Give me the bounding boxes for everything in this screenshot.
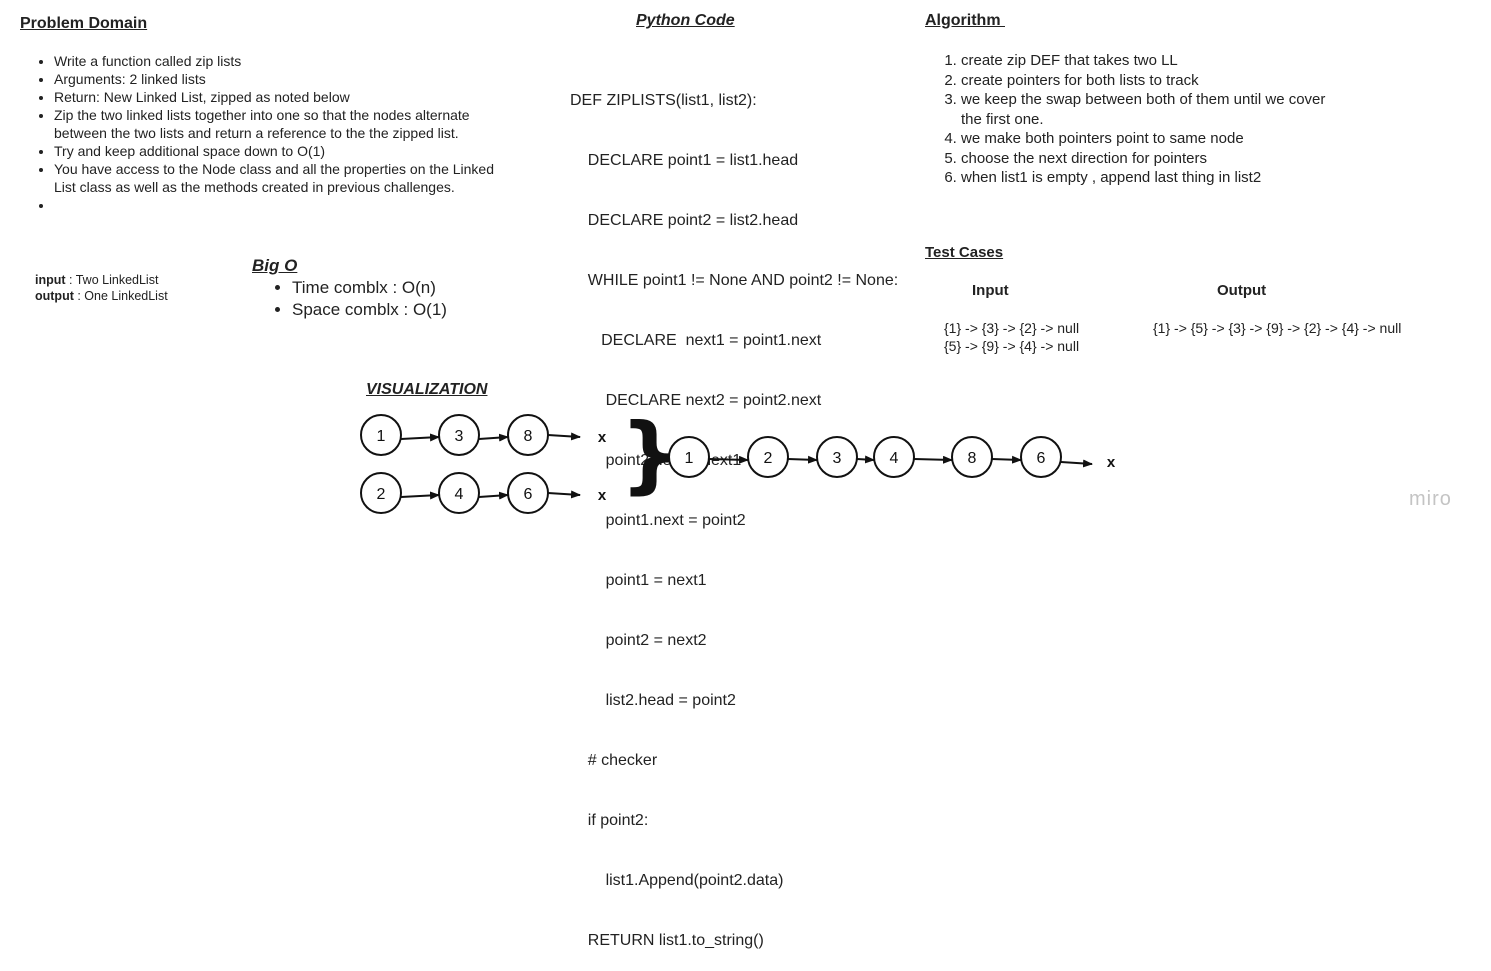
- test-input-line: {5} -> {9} -> {4} -> null: [944, 338, 1080, 354]
- problem-domain-list: Write a function called zip lists Argume…: [36, 52, 494, 214]
- list-node-label: 6: [524, 486, 533, 503]
- code-line: WHILE point1 != None AND point2 != None:: [570, 272, 899, 289]
- list-node: [438, 414, 480, 456]
- big-o-list: Time comblx : O(n) Space comblx : O(1): [274, 277, 447, 321]
- next-arrow: [913, 455, 953, 464]
- output-label: output: [35, 289, 74, 303]
- miro-watermark: miro: [1409, 488, 1452, 510]
- problem-domain-title: Problem Domain: [20, 15, 148, 32]
- next-arrow: [400, 433, 440, 442]
- list-node-label: 1: [377, 428, 386, 445]
- next-arrow: [1060, 459, 1093, 468]
- next-arrow: [478, 433, 509, 442]
- null-terminator: x: [1107, 454, 1116, 471]
- python-code-title: Python Code: [636, 12, 735, 29]
- output-value: : One LinkedList: [73, 289, 168, 303]
- list-node-label: 4: [890, 450, 899, 467]
- list-node-label: 3: [455, 428, 464, 445]
- next-arrow: [856, 455, 875, 464]
- code-line: if point2:: [570, 812, 649, 829]
- code-line: point1 = next1: [570, 572, 707, 589]
- algorithm-steps: create zip DEF that takes two LL create …: [943, 51, 1331, 188]
- null-terminator: x: [598, 429, 607, 446]
- list-item: create pointers for both lists to track: [961, 71, 1331, 91]
- input-label: input: [35, 273, 66, 287]
- code-line: RETURN list1.to_string(): [570, 932, 764, 949]
- list-node: [816, 436, 858, 478]
- test-input-header: Input: [972, 282, 1009, 299]
- code-line: point1.next = point2: [570, 512, 746, 529]
- test-input-line: {1} -> {3} -> {2} -> null: [944, 320, 1080, 336]
- list-node-label: 2: [764, 450, 773, 467]
- code-line: DECLARE point2 = list2.head: [570, 212, 799, 229]
- list-node: [360, 472, 402, 514]
- code-line: point2 = next2: [570, 632, 707, 649]
- code-line: DECLARE point1 = list1.head: [570, 152, 799, 169]
- list-node: [747, 436, 789, 478]
- input-line: input : Two LinkedList: [35, 272, 168, 288]
- next-arrow: [708, 455, 749, 464]
- next-arrow: [547, 432, 581, 441]
- list-node: [873, 436, 915, 478]
- code-line: # checker: [570, 752, 658, 769]
- list-node: [360, 414, 402, 456]
- code-line: list2.head = point2: [570, 692, 736, 709]
- list-node: [1020, 436, 1062, 478]
- list-node-label: 8: [968, 450, 977, 467]
- code-line: DECLARE next2 = point2.next: [570, 392, 822, 409]
- list-item: Try and keep additional space down to O(…: [54, 142, 494, 160]
- input-value: : Two LinkedList: [65, 273, 159, 287]
- list-node-label: 6: [1037, 450, 1046, 467]
- test-input-values: {1} -> {3} -> {2} -> null {5} -> {9} -> …: [944, 319, 1079, 355]
- visualization-title: VISUALIZATION: [366, 381, 488, 398]
- list-node: [951, 436, 993, 478]
- list-item: Arguments: 2 linked lists: [54, 70, 494, 88]
- list-item: Zip the two linked lists together into o…: [54, 106, 494, 142]
- test-cases-title: Test Cases: [925, 244, 1004, 261]
- next-arrow: [478, 491, 509, 500]
- list-item: we keep the swap between both of them un…: [961, 90, 1331, 129]
- test-output-values: {1} -> {5} -> {3} -> {9} -> {2} -> {4} -…: [1153, 319, 1401, 337]
- list-node-label: 3: [833, 450, 842, 467]
- next-arrow: [787, 455, 818, 464]
- list-item: Return: New Linked List, zipped as noted…: [54, 88, 494, 106]
- list-node-label: 2: [377, 486, 386, 503]
- list-node-label: 4: [455, 486, 464, 503]
- next-arrow: [547, 490, 581, 499]
- list-node: [438, 472, 480, 514]
- list-item: we make both pointers point to same node: [961, 129, 1331, 149]
- code-line: DECLARE next1 = point1.next: [570, 332, 822, 349]
- list-item: You have access to the Node class and al…: [54, 160, 494, 196]
- list-item: Space comblx : O(1): [292, 299, 447, 321]
- io-summary: input : Two LinkedList output : One Link…: [35, 272, 168, 304]
- list-item: create zip DEF that takes two LL: [961, 51, 1331, 71]
- list-node: [668, 436, 710, 478]
- next-arrow: [400, 491, 440, 500]
- algorithm-title: Algorithm: [925, 12, 1005, 29]
- list-node-label: 1: [685, 450, 694, 467]
- list-node-label: 8: [524, 428, 533, 445]
- list-item: Write a function called zip lists: [54, 52, 494, 70]
- code-line: list1.Append(point2.data): [570, 872, 784, 889]
- big-o-title: Big O: [252, 256, 298, 275]
- output-line: output : One LinkedList: [35, 288, 168, 304]
- test-output-header: Output: [1217, 282, 1267, 299]
- list-item: choose the next direction for pointers: [961, 149, 1331, 169]
- next-arrow: [991, 455, 1022, 464]
- test-output-line: {1} -> {5} -> {3} -> {9} -> {2} -> {4} -…: [1153, 320, 1402, 336]
- list-item: when list1 is empty , append last thing …: [961, 168, 1331, 188]
- code-line: DEF ZIPLISTS(list1, list2):: [570, 92, 757, 109]
- null-terminator: x: [598, 487, 607, 504]
- list-item: Time comblx : O(n): [292, 277, 447, 299]
